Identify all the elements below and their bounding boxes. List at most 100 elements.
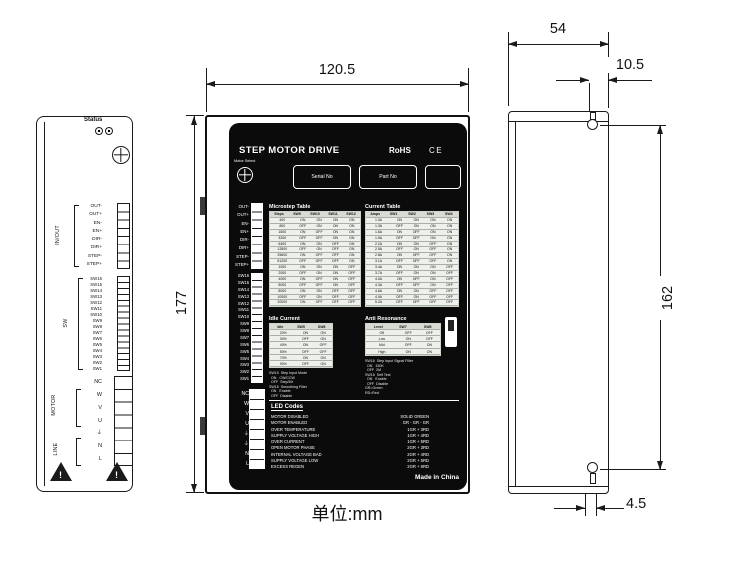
- table-cell: OFF: [299, 247, 307, 252]
- note-line: SW16 Step Input Signal Filter: [365, 359, 414, 363]
- table-cell: ON: [320, 337, 326, 342]
- right-view-bottom-line: [508, 486, 609, 487]
- table-cell: OFF: [315, 259, 323, 264]
- table-cell: OFF: [425, 337, 433, 342]
- ext-line: [600, 125, 666, 126]
- table-cell: ON: [300, 276, 306, 281]
- screw-icon: [112, 146, 130, 164]
- terminal-label: NC: [241, 391, 250, 397]
- table-cell: OFF: [331, 247, 339, 252]
- table-cell: ON: [413, 218, 419, 222]
- table-cell: ON: [405, 349, 411, 354]
- right-view-top-line: [508, 121, 609, 122]
- table-cell: ON: [316, 288, 322, 293]
- table-cell: ON: [349, 223, 355, 228]
- led-code-row: OVER TEMPERATURE 1GR + 3RD: [271, 427, 429, 433]
- table-header-cell: SW9: [293, 212, 301, 216]
- table-header-cell: SW11: [328, 212, 338, 216]
- pin-label: SW5: [240, 348, 249, 354]
- table-cell: OFF: [412, 282, 420, 287]
- terminal-strip: [114, 376, 133, 466]
- led-code-label: MOTOR ENABLED: [271, 420, 308, 426]
- led-code-label: OVER TEMPERATURE: [271, 426, 316, 432]
- table-cell: 800: [279, 223, 286, 228]
- led-code-label: SUPPLY VOLTAGE LOW: [271, 458, 319, 464]
- note-line: ON Enable: [269, 389, 291, 393]
- table-cell: OFF: [315, 253, 323, 258]
- table-cell: ON: [300, 218, 306, 222]
- pin-label: SW6: [240, 341, 249, 347]
- mounting-screw-icon: [587, 119, 598, 130]
- idle-current-title: Idle Current: [269, 316, 300, 322]
- separator-line: [269, 400, 459, 401]
- table-cell: OFF: [348, 276, 356, 281]
- led-code-value: 2GR + 5RD: [407, 458, 429, 464]
- dim-line: [608, 80, 652, 81]
- dim-value-slot: 4.5: [626, 496, 666, 512]
- warning-exclamation: !: [59, 470, 62, 480]
- motor-group-bracket: [76, 389, 81, 427]
- mounting-screw-icon: [587, 462, 598, 473]
- table-cell: OFF: [348, 271, 356, 276]
- led-code-value: 1GR + 3RD: [407, 426, 429, 432]
- table-cell: 12800: [277, 247, 288, 252]
- pin-label: SW2: [240, 369, 249, 375]
- table-cell: 20000: [277, 300, 288, 305]
- table-cell: ON: [413, 288, 419, 293]
- table-cell: ON: [396, 241, 403, 246]
- led-code-value: GR - GR - GR: [402, 420, 429, 426]
- dim-line: [596, 508, 624, 509]
- table-cell: 4.0A: [374, 276, 383, 281]
- table-cell: OFF: [412, 276, 420, 281]
- table-cell: OFF: [395, 300, 403, 305]
- table-cell: 3.1A: [374, 259, 383, 264]
- pin-label: SW15: [237, 279, 249, 285]
- pin-label: DIR-: [239, 237, 249, 242]
- table-cell: ON: [300, 229, 306, 234]
- table-cell: ON: [332, 218, 339, 222]
- pin-label: SW13: [237, 293, 249, 299]
- table-cell: ON: [430, 271, 436, 276]
- table-cell: ON: [447, 218, 453, 222]
- table-cell: ON: [302, 355, 309, 360]
- pin-label: SW1: [240, 376, 249, 382]
- table-header-cell: SW8: [423, 325, 432, 329]
- dim-arrow: [508, 40, 517, 47]
- table-cell: ON: [405, 337, 411, 342]
- table-cell: OFF: [348, 300, 356, 305]
- table-cell: ON: [300, 300, 306, 305]
- ext-line: [206, 68, 207, 112]
- led-code-value: 1GR + 4RD: [407, 432, 429, 438]
- pin-label: SW10: [237, 314, 249, 320]
- table-cell: OFF: [315, 282, 323, 287]
- table-cell: OFF: [299, 223, 307, 228]
- table-cell: 1.3A: [374, 223, 383, 228]
- sw-group-label: SW: [63, 318, 69, 328]
- dim-line: [194, 116, 195, 493]
- table-cell: ON: [430, 276, 436, 281]
- table-cell: OFF: [331, 253, 339, 258]
- pin-label: SW6: [92, 335, 102, 341]
- pin-label: STEP-: [87, 253, 102, 259]
- led-code-value: 1GR + 5RD: [407, 439, 429, 445]
- pin-label: EN+: [240, 228, 249, 234]
- table-cell: ON: [413, 247, 419, 252]
- table-cell: 5.2A: [374, 300, 383, 305]
- sw15-notes: SW15 Step Input Mode ON CW/CCW OFF Step/…: [269, 371, 361, 398]
- pin-label: SW2: [92, 359, 102, 365]
- table-cell: 1.6A: [374, 229, 383, 234]
- table-cell: OFF: [429, 241, 437, 246]
